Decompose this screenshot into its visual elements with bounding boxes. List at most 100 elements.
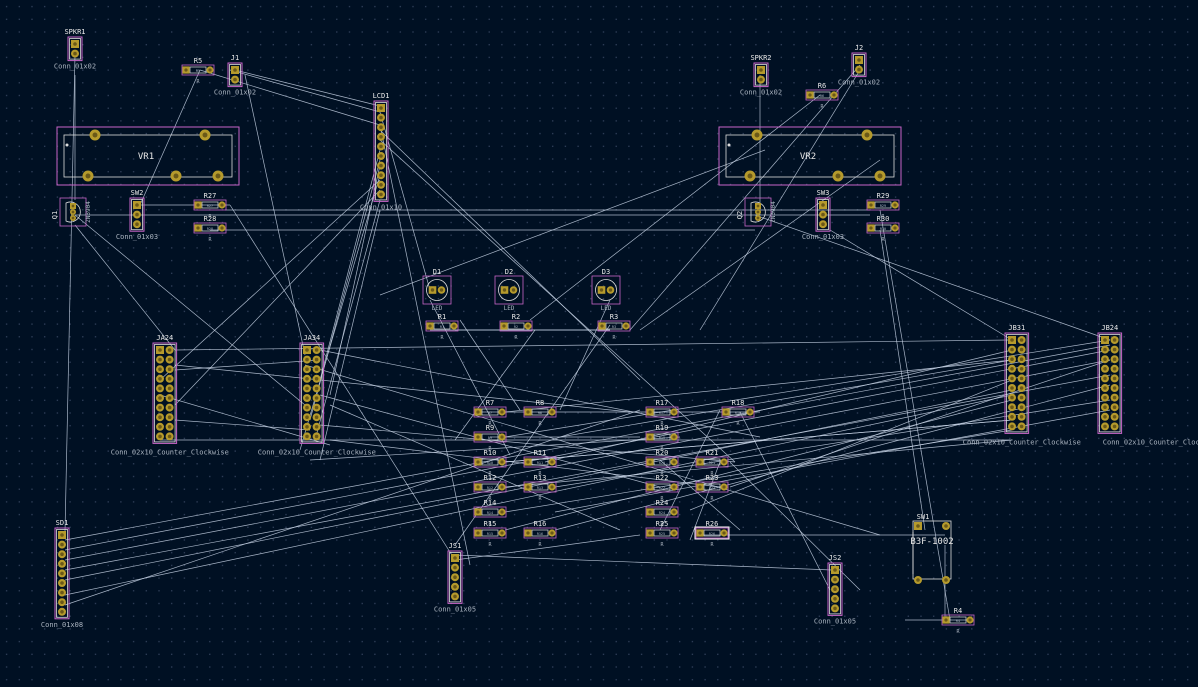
ref-label: R15 (484, 520, 497, 528)
fab-ref: R6 (820, 94, 824, 98)
courtyard-outline (744, 197, 772, 227)
ratsnest-line (159, 179, 381, 381)
drill-hole (759, 68, 763, 72)
fab-ref: R5 (196, 69, 200, 73)
ref-label: R4 (954, 607, 962, 615)
value-label: Conn_02x10_Counter_Clockwise (963, 438, 1081, 446)
courtyard-outline (59, 197, 87, 227)
drill-hole (60, 562, 64, 566)
footprint-vr2[interactable]: VR2 (718, 126, 902, 186)
courtyard-outline (866, 199, 900, 211)
fab-ref: R12 (487, 486, 493, 490)
courtyard-outline (805, 89, 839, 101)
resistor-body (481, 508, 499, 516)
value-label: R (710, 471, 714, 477)
ratsnest-line (174, 189, 381, 406)
courtyard-outline (851, 52, 867, 78)
drill-hole (1010, 424, 1014, 429)
drill-hole (1112, 376, 1117, 381)
drill-hole (857, 58, 861, 62)
ratsnest-line (314, 199, 381, 441)
courtyard-outline (473, 406, 507, 418)
drill-hole (305, 357, 309, 362)
drill-hole (526, 485, 530, 489)
drill-hole (167, 357, 172, 362)
drill-hole (379, 173, 383, 177)
footprint-vr1[interactable]: VR1 (56, 126, 240, 186)
courtyard-outline (227, 62, 243, 88)
drill-hole (453, 594, 457, 599)
drill-hole (233, 68, 237, 72)
value-label: R (196, 79, 200, 85)
drill-hole (1103, 386, 1107, 390)
resistor-body (703, 458, 721, 466)
drill-hole (158, 405, 162, 410)
led-outline (498, 279, 520, 301)
ratsnest-line (504, 399, 1013, 531)
resistor-body (605, 322, 623, 330)
value-label: Conn_01x02 (54, 63, 96, 71)
resistor-body (653, 433, 671, 441)
fab-ref: R25 (659, 532, 665, 536)
drill-hole (428, 324, 432, 328)
drill-hole (430, 288, 435, 292)
ratsnest-line (319, 349, 761, 438)
courtyard-outline (56, 126, 240, 186)
courtyard-outline (645, 406, 679, 418)
drill-hole (173, 173, 179, 179)
drill-hole (167, 348, 172, 352)
drill-hole (1112, 386, 1117, 390)
